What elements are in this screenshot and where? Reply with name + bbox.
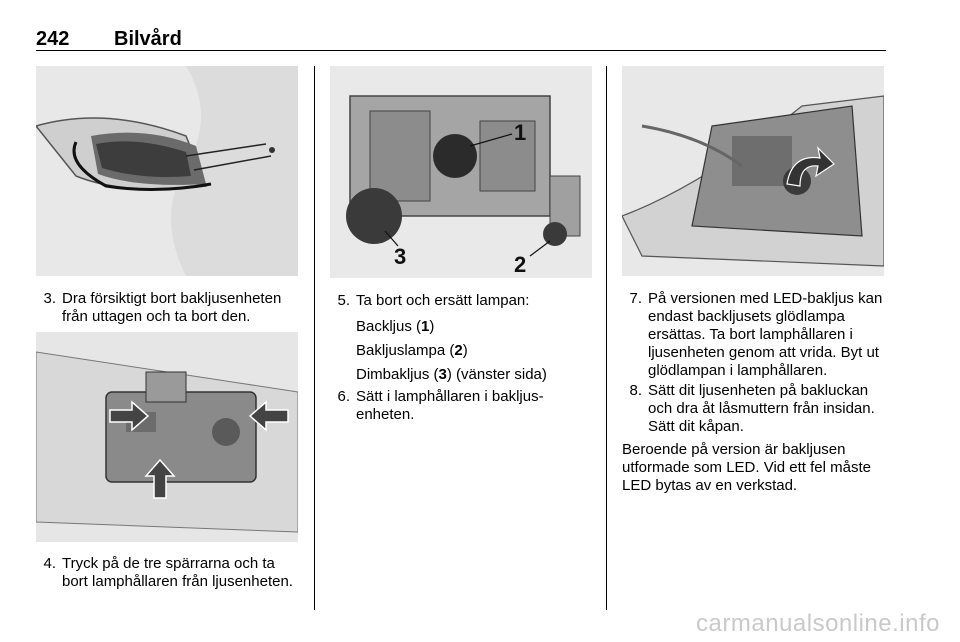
step-6: 6. Sätt i lamphållaren i bakljus­enheten…: [330, 388, 566, 428]
step-3-text: Dra försiktigt bort bakljusenheten från …: [62, 290, 282, 325]
led-taillight-rotate-illustration: [622, 66, 884, 276]
step-8-text: Sätt dit ljusenheten på bakluckan och dr…: [648, 382, 875, 435]
step-7-text: På versionen med LED-bakljus kan endast …: [648, 290, 883, 379]
lamp-holder-bulbs-illustration: 1 3 2: [330, 66, 592, 278]
taillight-removal-illustration: [36, 66, 298, 276]
lamp-holder-latches-illustration: [36, 332, 298, 542]
watermark: carmanualsonline.info: [696, 610, 940, 637]
page-number: 242: [36, 28, 70, 50]
step-5-number: 5.: [337, 292, 350, 309]
step-6-number: 6.: [337, 388, 350, 405]
bulb-item-2: Bakljuslampa (2): [356, 342, 468, 359]
bulb-item-3: Dimbakljus (3) (vänster sida): [356, 366, 547, 383]
step-7: 7. På versionen med LED-bakljus kan enda…: [622, 290, 888, 382]
column-divider-left: [314, 66, 315, 610]
step-7-number: 7.: [629, 290, 642, 307]
step-5: 5. Ta bort och ersätt lampan:: [330, 292, 592, 312]
step-8-number: 8.: [629, 382, 642, 399]
section-title: Bilvård: [114, 28, 182, 50]
led-note: Beroende på version är bakljusen utforma…: [622, 441, 872, 494]
step-3: 3. Dra försiktigt bort bakljusenheten fr…: [36, 290, 302, 330]
step-3-number: 3.: [43, 290, 56, 307]
header-rule: [36, 50, 886, 51]
step-4-number: 4.: [43, 555, 56, 572]
step-6-text: Sätt i lamphållaren i bakljus­enheten.: [356, 388, 544, 423]
callout-1: 1: [514, 120, 526, 145]
step-5-text: Ta bort och ersätt lampan:: [356, 292, 530, 309]
step-4: 4. Tryck på de tre spärrarna och ta bort…: [36, 555, 302, 611]
step-4-text: Tryck på de tre spärrarna och ta bort la…: [62, 555, 293, 590]
step-8: 8. Sätt dit ljusenheten på bakluckan och…: [622, 382, 888, 438]
column-divider-right: [606, 66, 607, 610]
bulb-item-1: Backljus (1): [356, 318, 435, 335]
callout-3: 3: [394, 244, 406, 269]
callout-2: 2: [514, 252, 526, 277]
